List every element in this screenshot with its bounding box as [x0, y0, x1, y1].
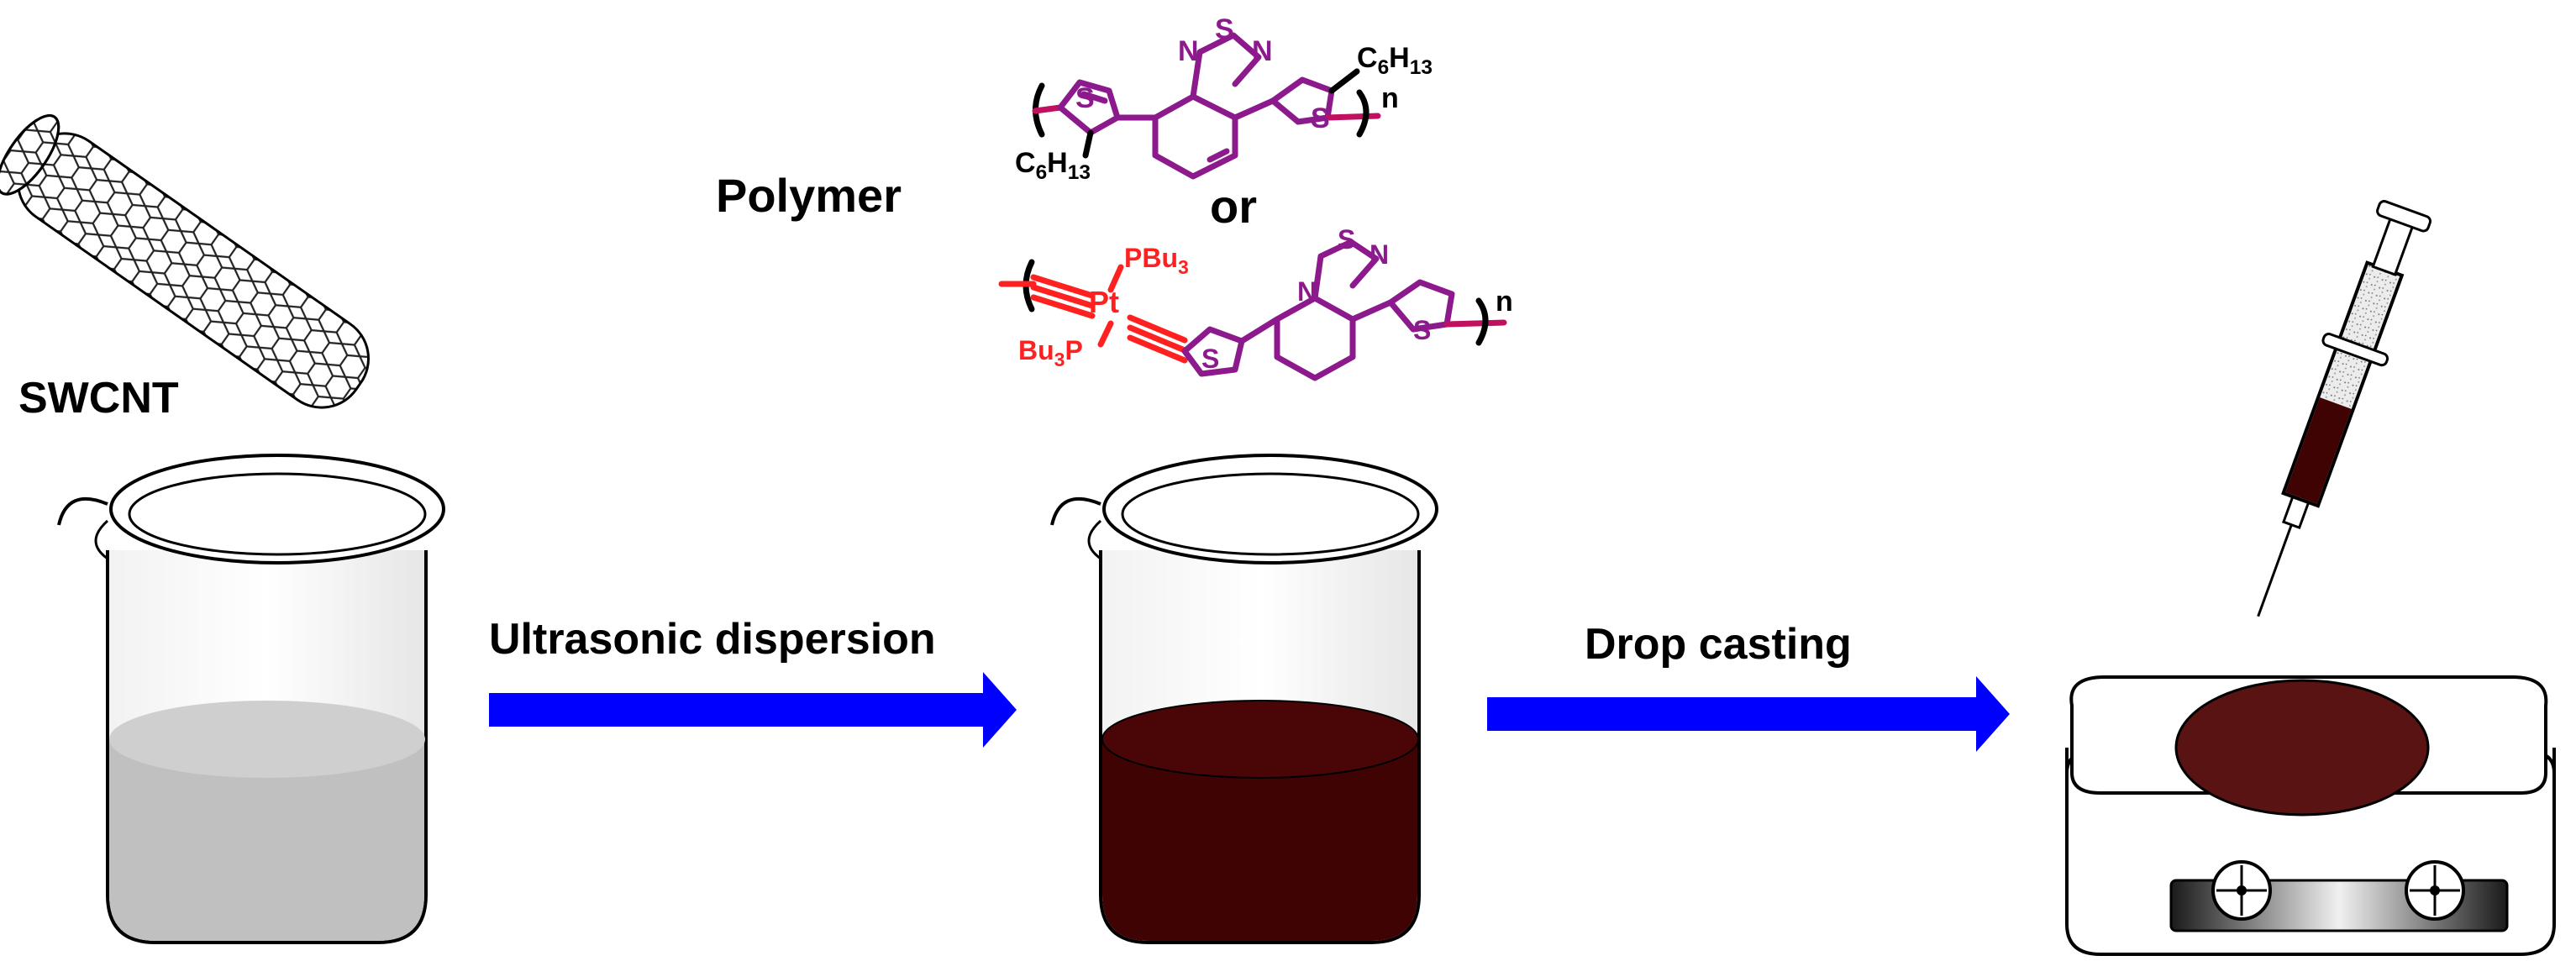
- solution-dark: [1102, 718, 1417, 941]
- p2-repeat-n: n: [1496, 286, 1513, 318]
- p2-thiadiazole-s: S: [1338, 224, 1355, 255]
- swcnt-label: SWCNT: [18, 374, 179, 423]
- p2-thiophene-s-left: S: [1201, 344, 1219, 374]
- p1-n-right: N: [1252, 35, 1273, 67]
- p2-pbu3-top: PBu3: [1124, 243, 1189, 278]
- arrow-ultrasonic: [489, 672, 1017, 748]
- p2-n-right: N: [1369, 239, 1389, 270]
- knob-right: [2405, 860, 2465, 921]
- p2-n-left: N: [1297, 276, 1317, 307]
- solution-gray: [109, 718, 424, 941]
- p2-bu3p-bottom: Bu3P: [1018, 335, 1083, 370]
- arrow-drop-casting: [1487, 676, 2010, 752]
- drop-casting-label: Drop casting: [1585, 620, 1852, 669]
- polymer-structure-2: [998, 239, 1507, 381]
- p2-thiophene-s-right: S: [1413, 315, 1431, 345]
- beaker-dispersion: [1050, 454, 1438, 944]
- swcnt-nanotube: [0, 114, 371, 409]
- polymer-structure-1: [1032, 32, 1381, 180]
- beaker-swcnt: [57, 454, 445, 944]
- p2-pt: Pt: [1089, 285, 1119, 319]
- p1-n-left: N: [1178, 35, 1199, 67]
- polymer-1-labels: S N N S S C6H13 C6H13 n: [1015, 13, 1433, 184]
- p1-thiadiazole-s: S: [1215, 13, 1234, 45]
- hot-plate: [2065, 675, 2556, 956]
- ultrasonic-dispersion-label: Ultrasonic dispersion: [489, 615, 936, 664]
- p1-hexyl-left: C6H13: [1015, 147, 1091, 184]
- polymer-2-labels: PBu3 Pt Bu3P S N N S S n: [1018, 224, 1513, 374]
- p1-hexyl-right: C6H13: [1357, 42, 1433, 79]
- drop-cast-film: [2174, 679, 2430, 817]
- polymer-label: Polymer: [716, 169, 902, 222]
- p1-repeat-n: n: [1381, 82, 1399, 114]
- p1-thiophene-s-right: S: [1311, 102, 1330, 134]
- p1-thiophene-s-left: S: [1075, 82, 1095, 114]
- or-label: or: [1210, 180, 1257, 233]
- knob-left: [2211, 860, 2272, 921]
- syringe: [2257, 200, 2432, 617]
